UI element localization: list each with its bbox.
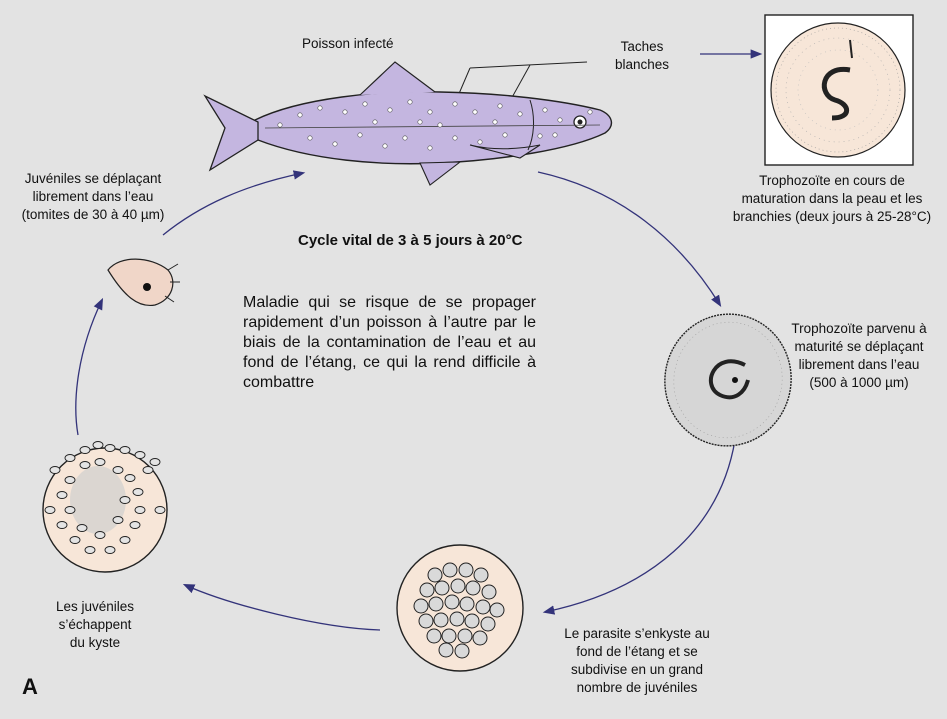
infected-fish-illustration (205, 62, 611, 185)
label-trophozoite-mature: Trophozoïte parvenu à maturité se déplaç… (771, 320, 947, 392)
cycle-arrow-juveniles-to-tomite (76, 300, 102, 435)
trophozoite-maturing-illustration (765, 15, 913, 165)
tomite-illustration (108, 259, 180, 305)
juveniles-escaping-illustration (43, 442, 167, 573)
cycle-arrow-fish-to-trophozoite (538, 172, 720, 305)
cycle-arrow-trophozoite-to-cyst (545, 440, 735, 612)
label-infected-fish: Poisson infecté (302, 35, 394, 53)
panel-letter: A (22, 674, 38, 700)
label-juveniles-free: Juvéniles se déplaçant librement dans l’… (0, 170, 186, 224)
label-trophozoite-maturing: Trophozoïte en cours de maturation dans … (720, 172, 944, 226)
label-white-spots: Taches blanches (598, 38, 686, 74)
cycle-title: Cycle vital de 3 à 5 jours à 20°C (298, 232, 522, 249)
cyst-illustration (397, 545, 523, 671)
label-encysted: Le parasite s’enkyste au fond de l’étang… (532, 625, 742, 697)
cycle-arrow-cyst-to-juveniles (185, 585, 380, 630)
disease-description: Maladie qui se risque de se propager rap… (243, 293, 536, 393)
label-juveniles-escape: Les juvéniles s’échappent du kyste (40, 598, 150, 652)
